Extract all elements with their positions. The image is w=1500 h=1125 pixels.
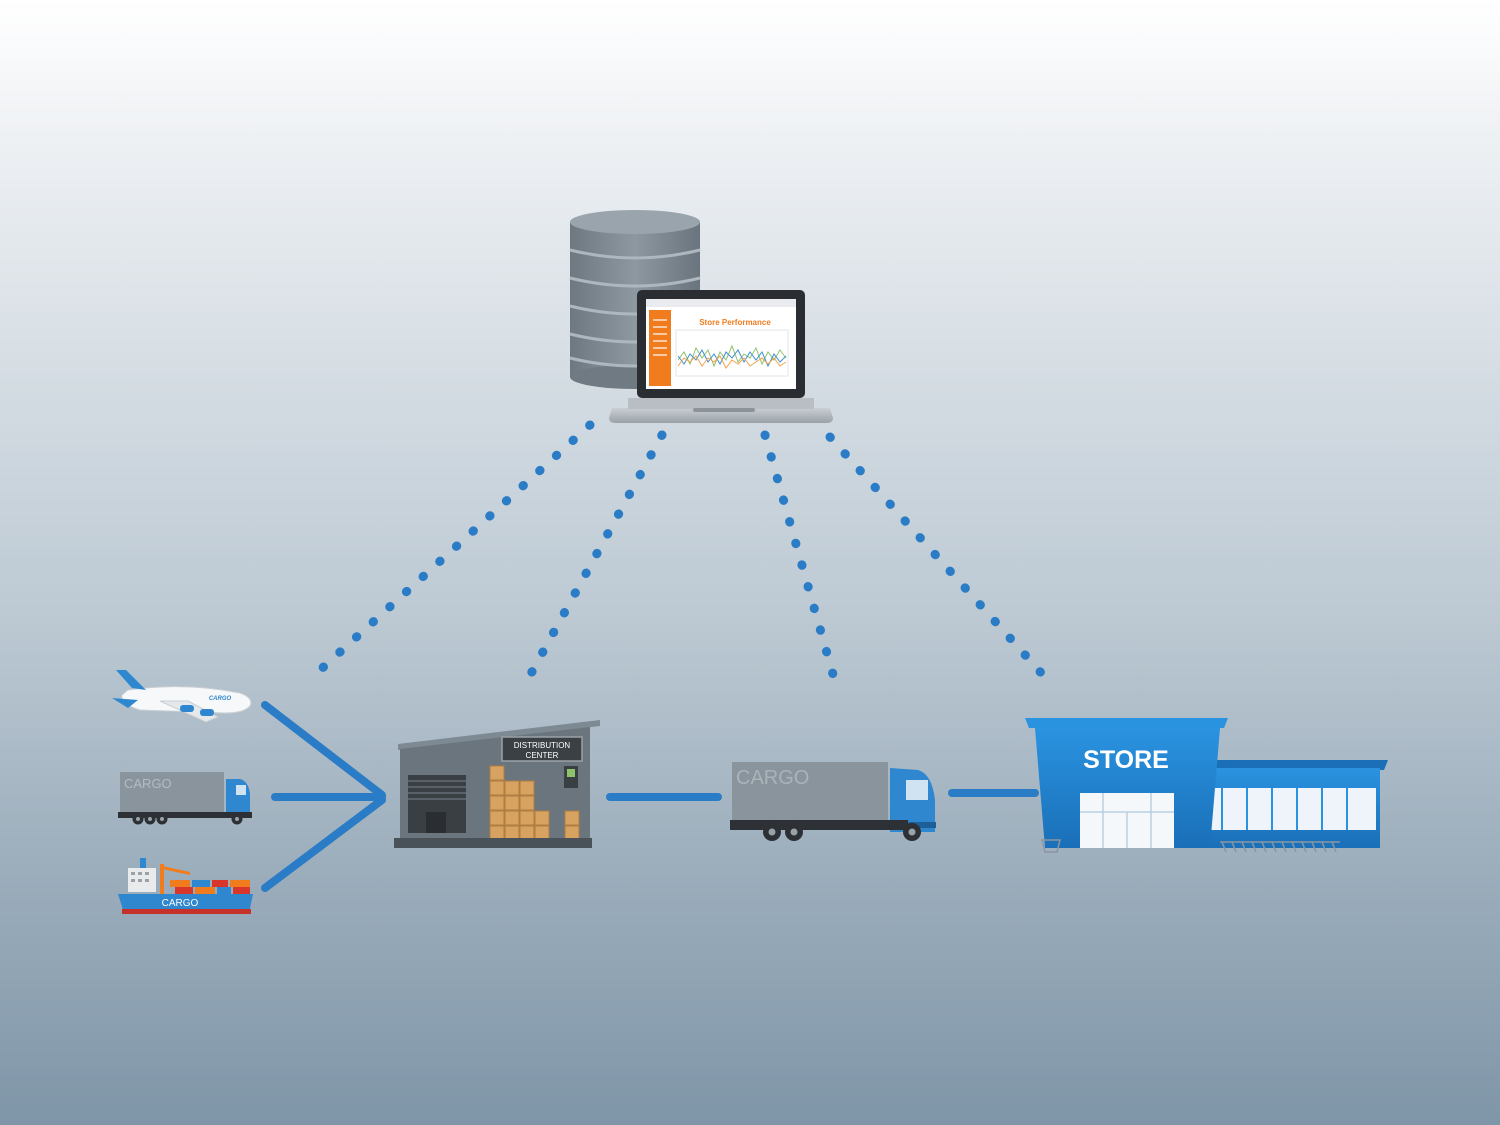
connector-to-store	[825, 432, 1057, 690]
shopping-carts	[1041, 839, 1340, 853]
store-sign: STORE	[1083, 746, 1169, 774]
laptop-icon: Store Performance	[609, 290, 833, 423]
plane-label: CARGO	[209, 696, 232, 702]
delivery-truck-icon: CARGO	[730, 762, 936, 841]
connector-to-truck	[760, 430, 843, 697]
warehouse-icon: DISTRIBUTION CENTER	[394, 720, 600, 848]
store-icon: STORE	[1025, 718, 1388, 853]
truck-icon: CARGO	[118, 772, 252, 825]
connector-to-inbound	[313, 420, 595, 677]
delivery-truck-label: CARGO	[736, 767, 809, 789]
airplane-icon: CARGO	[112, 670, 252, 723]
screen-title: Store Performance	[699, 318, 771, 327]
connector-to-warehouse	[517, 430, 667, 695]
warehouse-sign-line2: CENTER	[526, 751, 559, 760]
ship-label: CARGO	[162, 898, 199, 909]
data-connectors	[313, 420, 1057, 697]
screen-line-chart	[675, 329, 789, 377]
flow-lines	[261, 701, 1039, 892]
ship-icon: CARGO	[118, 858, 253, 914]
warehouse-sign-line1: DISTRIBUTION	[514, 741, 571, 750]
inbound-truck-label: CARGO	[124, 776, 172, 791]
